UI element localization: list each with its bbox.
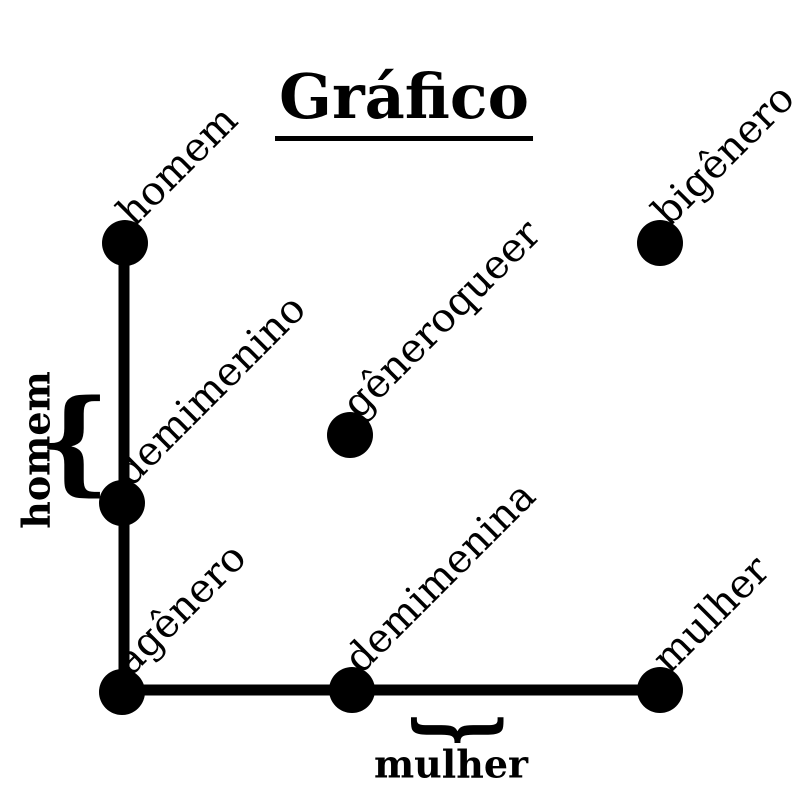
point-mulher <box>637 667 683 713</box>
point-demimenina <box>329 667 375 713</box>
point-agenero <box>99 669 145 715</box>
page-title: Gráfico <box>275 66 533 141</box>
point-demimenino <box>99 480 145 526</box>
point-bigenero <box>637 220 683 266</box>
x-axis-label: mulher <box>373 741 529 787</box>
left-brace-icon: { <box>37 376 111 507</box>
point-generoqueer <box>327 412 373 458</box>
point-homem <box>102 220 148 266</box>
